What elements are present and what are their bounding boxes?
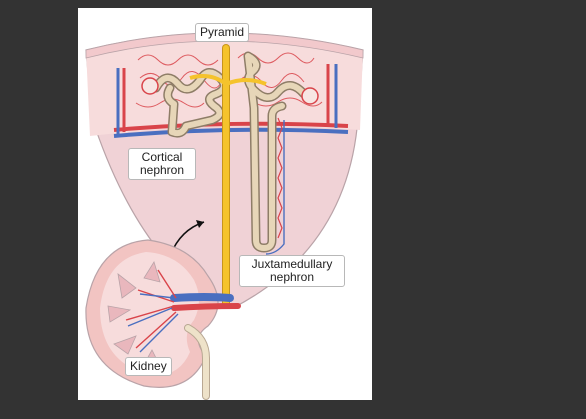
juxtamedullary-glomerulus bbox=[301, 87, 319, 105]
label-cortical-nephron-line-1: Cortical bbox=[141, 150, 183, 164]
renal-vein bbox=[170, 293, 234, 302]
kidney-cross-section bbox=[85, 239, 241, 400]
nephron-illustration bbox=[85, 32, 364, 400]
label-cortical-nephron: Cortical nephron bbox=[128, 148, 196, 180]
label-pyramid: Pyramid bbox=[195, 23, 250, 42]
vasa-recta bbox=[277, 117, 283, 239]
label-juxtamedullary-nephron-line-1: Juxtamedullary bbox=[251, 257, 333, 271]
connecting-tubule-left bbox=[189, 74, 228, 86]
label-cortical-nephron-line-2: nephron bbox=[139, 163, 185, 177]
capsule-band bbox=[85, 32, 364, 59]
label-kidney: Kidney bbox=[125, 357, 172, 376]
renal-artery bbox=[171, 303, 241, 311]
label-juxtamedullary-nephron-line-2: nephron bbox=[269, 270, 315, 284]
connecting-tubule-right bbox=[225, 78, 267, 86]
cortical-glomerulus bbox=[141, 77, 159, 95]
diagram-panel: Pyramid Cortical nephron Juxtamedullary … bbox=[78, 8, 372, 400]
label-juxtamedullary-nephron: Juxtamedullary nephron bbox=[239, 255, 345, 287]
zoom-arrowhead bbox=[196, 220, 204, 228]
